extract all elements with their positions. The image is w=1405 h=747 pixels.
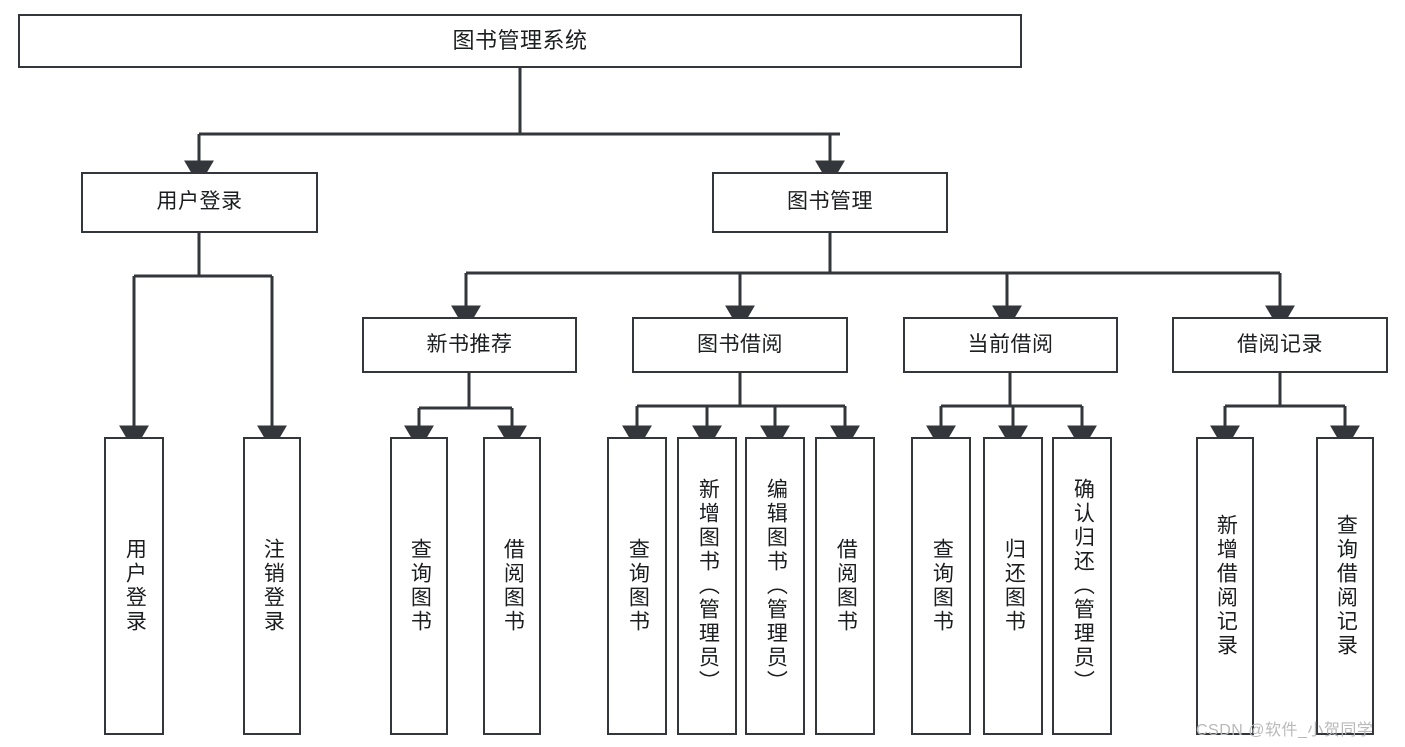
node-leaf-query-book-2-label: 查询图书 (626, 538, 650, 634)
node-leaf-user-login[interactable]: 用户登录 (104, 437, 164, 735)
node-user-login[interactable]: 用户登录 (81, 172, 318, 233)
node-book-borrow[interactable]: 图书借阅 (632, 317, 848, 373)
node-leaf-confirm-return[interactable]: 确认归还（管理员） (1052, 437, 1112, 735)
node-leaf-return-book[interactable]: 归还图书 (983, 437, 1043, 735)
node-leaf-edit-book[interactable]: 编辑图书（管理员） (745, 437, 805, 735)
csdn-watermark: CSDN @软件_小贺同学 (1196, 722, 1374, 739)
node-leaf-add-book-label: 新增图书（管理员） (696, 478, 720, 694)
node-leaf-query-record-label: 查询借阅记录 (1334, 514, 1358, 658)
node-leaf-query-book-3-label: 查询图书 (930, 538, 954, 634)
node-root-label: 图书管理系统 (452, 28, 588, 54)
node-user-login-label: 用户登录 (156, 190, 243, 214)
node-book-manage-label: 图书管理 (787, 190, 873, 214)
node-current-borrow[interactable]: 当前借阅 (903, 317, 1118, 373)
node-leaf-borrow-book-1[interactable]: 借阅图书 (483, 437, 541, 735)
node-leaf-add-book[interactable]: 新增图书（管理员） (677, 437, 737, 735)
node-leaf-user-logout[interactable]: 注销登录 (243, 437, 301, 735)
node-leaf-borrow-book-2[interactable]: 借阅图书 (815, 437, 875, 735)
node-leaf-query-book-1[interactable]: 查询图书 (390, 437, 448, 735)
node-leaf-borrow-book-1-label: 借阅图书 (501, 538, 525, 634)
node-book-borrow-label: 图书借阅 (697, 332, 783, 356)
node-leaf-return-book-label: 归还图书 (1002, 538, 1026, 634)
node-root[interactable]: 图书管理系统 (18, 14, 1022, 68)
node-current-borrow-label: 当前借阅 (967, 332, 1054, 356)
node-new-book-rec[interactable]: 新书推荐 (362, 317, 577, 373)
node-book-manage[interactable]: 图书管理 (712, 172, 948, 233)
node-leaf-query-book-2[interactable]: 查询图书 (607, 437, 667, 735)
node-new-book-rec-label: 新书推荐 (426, 332, 513, 356)
node-leaf-add-record[interactable]: 新增借阅记录 (1196, 437, 1254, 735)
node-leaf-query-record[interactable]: 查询借阅记录 (1316, 437, 1374, 735)
node-borrow-record[interactable]: 借阅记录 (1172, 317, 1388, 373)
node-leaf-user-logout-label: 注销登录 (261, 538, 285, 634)
node-leaf-edit-book-label: 编辑图书（管理员） (764, 478, 788, 694)
node-leaf-add-record-label: 新增借阅记录 (1214, 514, 1238, 658)
node-leaf-query-book-1-label: 查询图书 (408, 538, 432, 634)
node-leaf-user-login-label: 用户登录 (123, 538, 147, 634)
node-leaf-borrow-book-2-label: 借阅图书 (834, 538, 858, 634)
node-borrow-record-label: 借阅记录 (1237, 332, 1323, 356)
node-leaf-query-book-3[interactable]: 查询图书 (911, 437, 971, 735)
node-leaf-confirm-return-label: 确认归还（管理员） (1071, 478, 1095, 694)
